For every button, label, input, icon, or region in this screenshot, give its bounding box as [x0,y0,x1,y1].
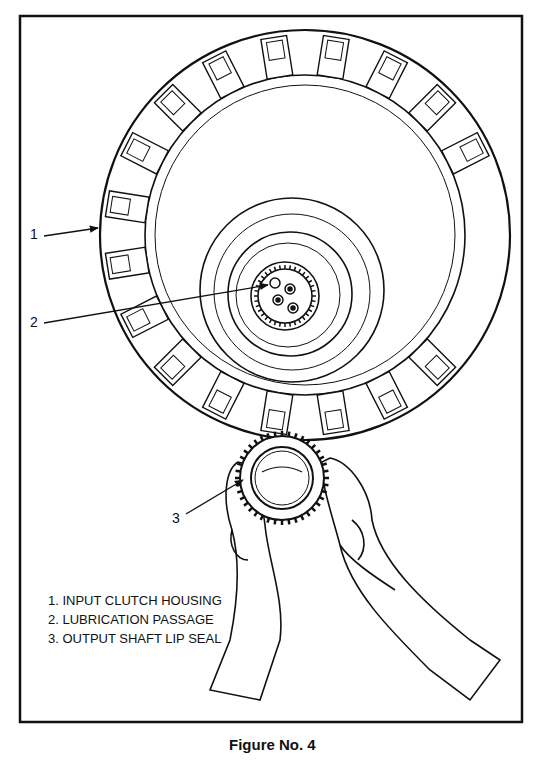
input-clutch-housing [100,30,510,440]
legend-entry: 2. LUBRICATION PASSAGE [48,612,214,628]
leader-lines [44,228,268,514]
hub-holes [270,278,298,313]
callout-number: 1 [30,226,38,243]
legend-entry: 3. OUTPUT SHAFT LIP SEAL [48,631,221,647]
clutch-fingers [105,35,489,434]
figure-caption: Figure No. 4 [229,736,316,754]
spline-teeth [254,265,316,327]
callout-number: 3 [172,510,180,527]
legend-entry: 1. INPUT CLUTCH HOUSING [48,593,222,609]
frame [20,16,522,722]
output-shaft-lip-seal [235,431,329,525]
callout-number: 2 [30,314,38,331]
